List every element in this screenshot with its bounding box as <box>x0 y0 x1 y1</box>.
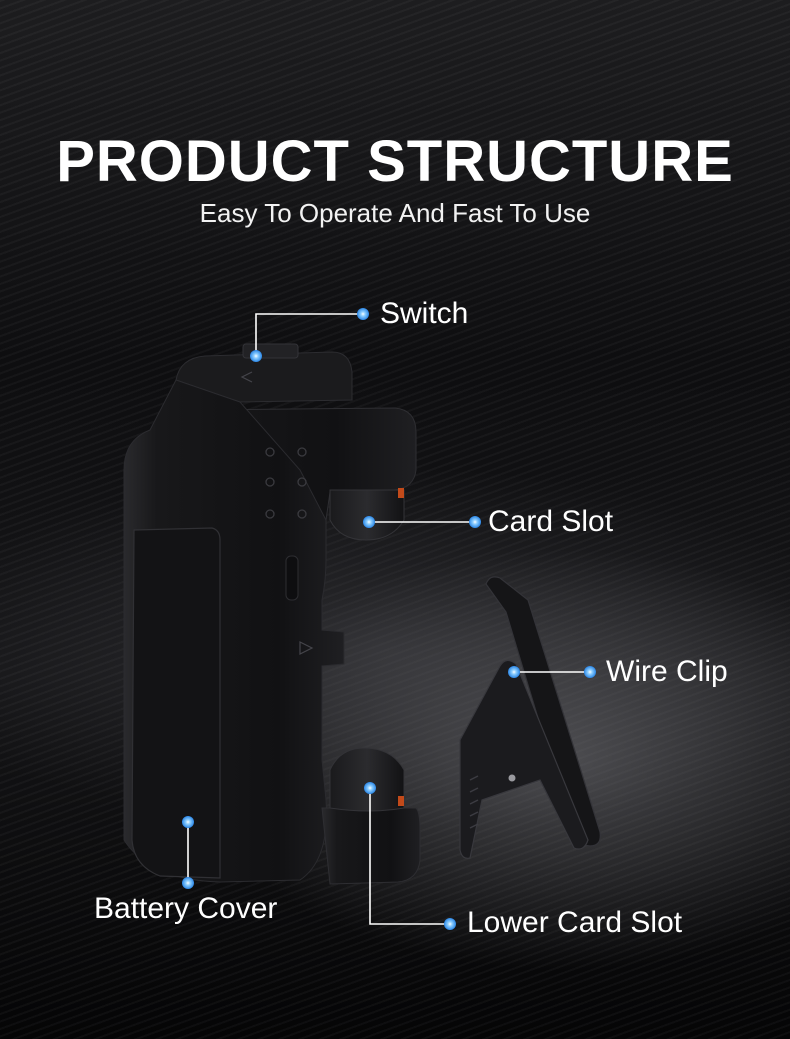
lower-base-block <box>321 807 421 885</box>
wire-clip-dot-end <box>584 666 596 678</box>
wire-clip-label: Wire Clip <box>606 655 728 688</box>
main-device <box>123 343 421 885</box>
upper-card-slot-cap <box>329 489 405 541</box>
callout-lines <box>187 313 590 925</box>
lower-card-slot-dot-end <box>444 918 456 930</box>
battery-cover-label: Battery Cover <box>94 892 278 925</box>
arrow-mark-top <box>240 371 253 383</box>
card-slot-dot-end <box>469 516 481 528</box>
arrow-mark-side <box>299 641 314 655</box>
battery-cover-dot-top <box>182 816 194 828</box>
indicator-holes <box>265 447 307 519</box>
battery-cover-panel <box>131 527 221 879</box>
lower-slot-led <box>398 796 404 806</box>
page-subtitle: Easy To Operate And Fast To Use <box>199 198 591 228</box>
clip-ribs <box>469 775 479 829</box>
clip-back-plate <box>485 576 601 847</box>
callout-dots <box>182 308 596 930</box>
switch-dot-device <box>250 350 262 362</box>
switch-dot-end <box>357 308 369 320</box>
clip-pivot <box>508 774 516 782</box>
wire-clip-device <box>459 576 601 859</box>
lower-card-slot-dot-device <box>364 782 376 794</box>
clip-front-jaw <box>459 659 589 859</box>
side-recess <box>285 555 299 601</box>
lower-card-slot-cap <box>329 747 405 812</box>
page-title: PRODUCT STRUCTURE <box>56 129 734 194</box>
card-slot-label: Card Slot <box>488 505 614 538</box>
lower-card-slot-label: Lower Card Slot <box>467 906 683 939</box>
upper-slot-led <box>398 488 404 498</box>
switch-label: Switch <box>380 297 469 330</box>
switch-line <box>255 313 362 356</box>
card-slot-dot-device <box>363 516 375 528</box>
lower-card-slot-line <box>369 790 450 925</box>
wire-clip-dot-device <box>508 666 520 678</box>
battery-cover-dot-bottom <box>182 877 194 889</box>
switch-block <box>175 351 353 403</box>
